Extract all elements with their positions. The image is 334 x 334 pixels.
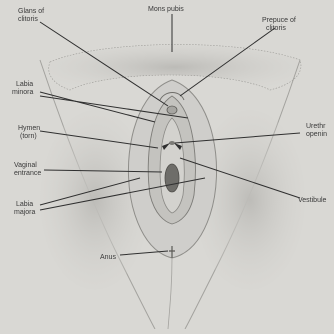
label-glans-of-clitoris-line2: clitoris: [18, 16, 38, 23]
label-urethral-opening-line2: openin: [306, 131, 327, 138]
label-labia-majora-line2: majora: [14, 209, 36, 216]
label-vestibule: Vestibule: [298, 197, 327, 204]
label-labia-minora-line2: minora: [12, 89, 34, 96]
label-vaginal-entrance-line2: entrance: [14, 170, 41, 177]
label-glans-of-clitoris-line1: Glans of: [18, 8, 44, 15]
label-mons-pubis: Mons pubis: [148, 6, 184, 13]
label-anus: Anus: [100, 254, 116, 261]
label-hymen-line2: (torn): [20, 133, 37, 140]
label-urethral-opening-line1: Urethr: [306, 123, 326, 130]
glans-shape: [167, 106, 177, 114]
vaginal-opening-shape: [165, 164, 179, 192]
label-vaginal-entrance-line1: Vaginal: [14, 162, 37, 169]
label-labia-majora-line1: Labia: [16, 201, 33, 208]
label-hymen-line1: Hymen: [18, 125, 40, 132]
urethral-opening-shape: [169, 141, 175, 145]
label-prepuce-of-clitoris-line2: clitoris: [266, 25, 286, 32]
label-labia-minora-line1: Labia: [16, 81, 33, 88]
label-prepuce-of-clitoris-line1: Prepuce of: [262, 17, 296, 24]
